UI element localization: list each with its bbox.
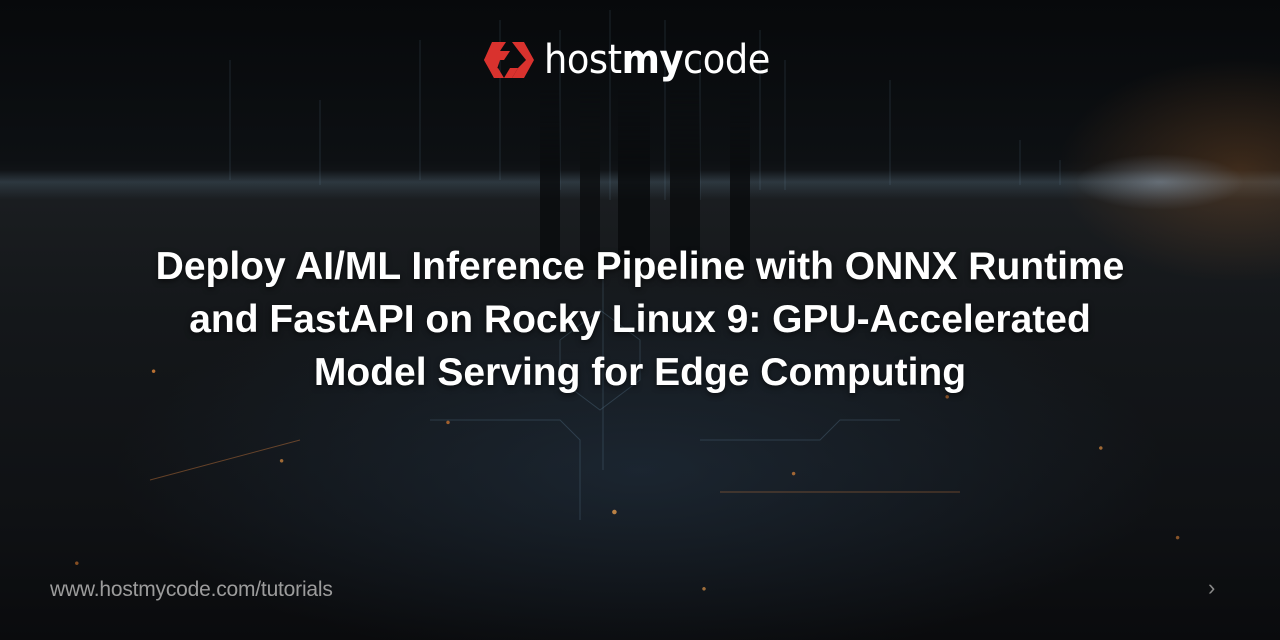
brand-wordmark-my: my bbox=[621, 37, 684, 83]
brand-wordmark-host: host bbox=[544, 37, 622, 83]
title-line-2: and FastAPI on Rocky Linux 9: GPU-Accele… bbox=[189, 298, 1091, 341]
chevron-right-icon[interactable]: › bbox=[1208, 575, 1216, 600]
hostmycode-hex-mark-icon bbox=[484, 42, 534, 78]
page-title: Deploy AI/ML Inference Pipeline with ONN… bbox=[60, 240, 1220, 399]
brand-wordmark-code: code bbox=[683, 37, 770, 83]
brand-wordmark: hostmycode bbox=[544, 40, 770, 80]
tutorials-url-link[interactable]: www.hostmycode.com/tutorials bbox=[50, 578, 333, 601]
title-line-3: Model Serving for Edge Computing bbox=[313, 351, 967, 394]
title-line-1: Deploy AI/ML Inference Pipeline with ONN… bbox=[155, 245, 1125, 288]
brand-logo[interactable]: hostmycode bbox=[482, 38, 790, 82]
